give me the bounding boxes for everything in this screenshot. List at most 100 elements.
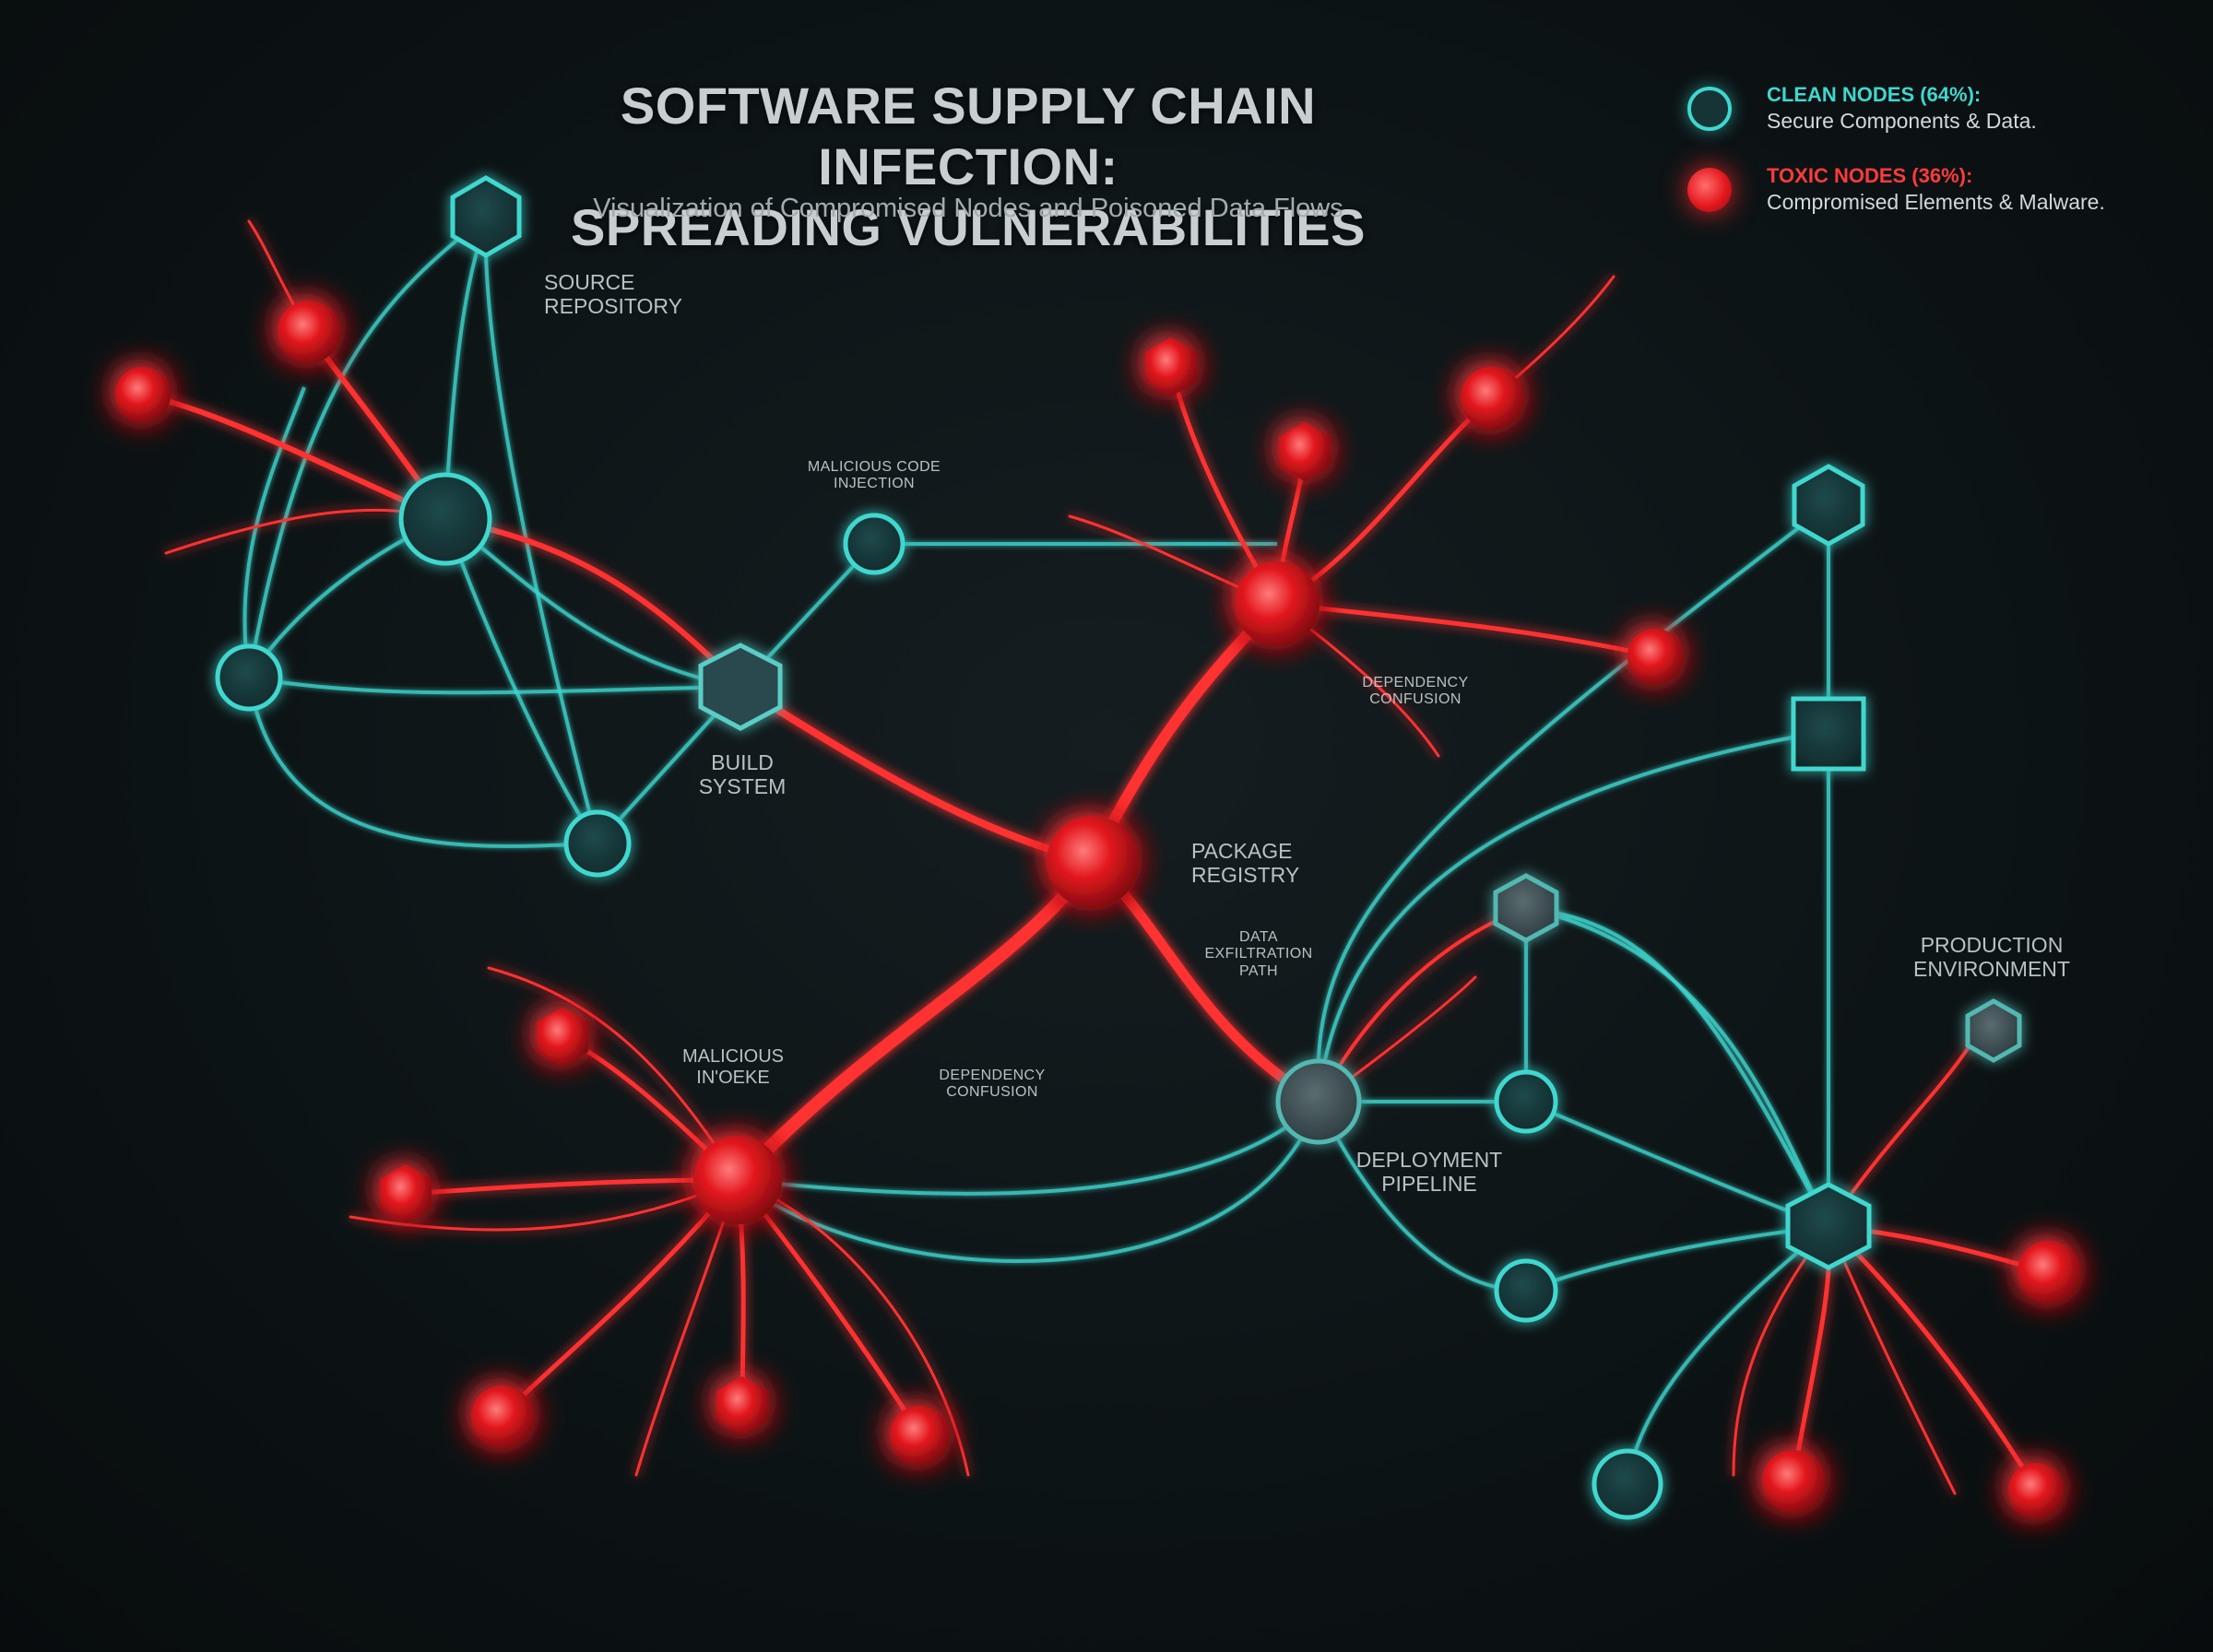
node-deployment-pipeline [1275, 1058, 1362, 1145]
tendril-hub-build [443, 516, 743, 690]
edge-lefttail-left [243, 386, 306, 678]
title-line-1: SOFTWARE SUPPLY CHAIN INFECTION: [620, 77, 1317, 195]
node-malicious-invoke [693, 1136, 782, 1224]
edge-hex-rightcircle [1525, 906, 1830, 1227]
node-left-circle [215, 643, 283, 712]
node-top-right-hex [1792, 464, 1865, 547]
node-toxic-invoke-d [716, 1376, 768, 1435]
label-line: SOURCE [544, 270, 635, 294]
label-data-exfiltration-path: DATA EXFILTRATION PATH [1185, 929, 1332, 980]
edge-hub-build [444, 517, 741, 689]
label-line: PACKAGE [1191, 839, 1293, 863]
label-production-environment: PRODUCTION ENVIRONMENT [1881, 933, 2102, 982]
edge-source-hub2 [483, 216, 599, 844]
label-deployment-pipeline: DEPLOYMENT PIPELINE [1328, 1148, 1531, 1197]
legend-clean-heading: CLEAN NODES (64%): [1767, 83, 1982, 106]
label-line: PIPELINE [1381, 1172, 1477, 1197]
label-line: DATA [1239, 929, 1278, 945]
node-toxic-invoke-b [380, 1164, 432, 1223]
tendril-prod-f [1732, 1224, 1830, 1477]
label-source-repository: SOURCE REPOSITORY [544, 270, 682, 319]
node-right-square [1791, 696, 1866, 772]
label-line: ENVIRONMENT [1913, 957, 2070, 982]
edge-prod-lowcircle [1626, 1224, 1830, 1485]
node-toxic-top-c [1461, 367, 1523, 430]
node-toxic-top-d [1627, 629, 1683, 684]
label-line: SYSTEM [698, 774, 787, 799]
node-repo-hub [398, 472, 492, 566]
label-line: IN'OEKE [696, 1068, 770, 1088]
label-line: REGISTRY [1191, 863, 1300, 888]
tendril-prod-e [1827, 1224, 1957, 1495]
label-line: REPOSITORY [544, 294, 682, 319]
toxic-node-swatch-icon [1687, 168, 1732, 212]
edge-left-build [248, 676, 741, 695]
node-production-hub [1785, 1182, 1872, 1270]
label-line: DEPLOYMENT [1355, 1148, 1503, 1172]
tendril-registry-deploy [1087, 856, 1324, 1107]
label-line: CONFUSION [946, 1084, 1038, 1101]
label-line: PRODUCTION [1920, 933, 2064, 957]
label-line: MALICIOUS CODE [807, 459, 941, 475]
edge-source-hub [444, 216, 488, 517]
tendril-registry-build [737, 683, 1096, 866]
toxic-nodes [115, 301, 2080, 1518]
node-toxic-invoke-a [537, 1008, 588, 1067]
page-subtitle: Visualization of Compromised Nodes and P… [593, 194, 1343, 223]
label-line: DEPENDENCY [939, 1068, 1046, 1083]
label-package-registry: PACKAGE REGISTRY [1191, 839, 1299, 888]
node-deploy-top-hex [1493, 873, 1559, 943]
edge-left-bottom [247, 677, 598, 848]
edge-rightcircle-prod [1525, 1100, 1829, 1228]
label-malicious-invoke: MALICIOUS IN'OEKE [645, 1046, 821, 1089]
edge-hub-bottom [444, 518, 599, 845]
edge-source-left [247, 215, 488, 678]
label-line: MALICIOUS [681, 1046, 785, 1067]
clean-nodes [215, 175, 2022, 1520]
label-build-system: BUILD SYSTEM [669, 750, 816, 799]
node-toxic-top-b [1279, 422, 1331, 481]
label-line: BUILD [711, 750, 774, 774]
label-dependency-confusion-bottom: DEPENDENCY CONFUSION [900, 1068, 1084, 1102]
node-toxic-top-a [1145, 337, 1197, 396]
node-package-registry [1047, 816, 1139, 908]
tendril-hub-redleft [140, 392, 448, 522]
label-dependency-confusion-top: DEPENDENCY CONFUSION [1323, 675, 1508, 709]
edge-bottomcircle-prod [1525, 1224, 1829, 1292]
node-lower-circle [1592, 1448, 1663, 1520]
tendril-invoke-f [349, 1178, 740, 1232]
title-line-2: SPREADING VULNERABILITIES [571, 198, 1366, 256]
label-line: EXFILTRATION [1204, 946, 1313, 962]
node-production-environment [1965, 998, 2022, 1063]
tendril-invoke-c [500, 1177, 740, 1418]
edge-hex-mid [1525, 906, 1830, 1227]
node-deploy-right-circle [1494, 1069, 1558, 1134]
edge-deploy-tophex [1316, 503, 1830, 1103]
label-line: INJECTION [833, 476, 916, 492]
node-source-repository [450, 175, 522, 258]
legend-clean-description: Secure Components & Data. [1767, 109, 2037, 133]
clean-node-swatch-icon [1687, 87, 1732, 131]
node-deploy-bottom-circle [1494, 1258, 1558, 1323]
tendril-invoke-e [735, 1177, 922, 1436]
node-malicious-code-injection [843, 513, 905, 575]
label-line: DEPENDENCY [1362, 675, 1469, 690]
node-bottom-circle [563, 809, 632, 878]
tendril-main-registry-top [1087, 598, 1283, 867]
label-line: PATH [1239, 962, 1278, 979]
tendril-invoke-g [634, 1178, 740, 1477]
node-toxic-top-left-b [115, 367, 171, 422]
tendril-invoke-i [487, 966, 740, 1182]
edge-invoke-deploy [737, 1100, 1320, 1196]
edge-invoke-deploy2 [736, 1101, 1320, 1264]
tendril-main-registry-bottom [731, 856, 1099, 1186]
label-malicious-code-injection: MALICIOUS CODE INJECTION [782, 459, 966, 493]
node-toxic-prod-b [2008, 1463, 2064, 1518]
tendril-top-e [1275, 602, 1440, 758]
page-title: SOFTWARE SUPPLY CHAIN INFECTION: SPREADI… [553, 76, 1383, 258]
legend-toxic-description: Compromised Elements & Malware. [1767, 190, 2105, 214]
node-toxic-top-left-a [278, 301, 340, 363]
tendril-invoke-h [736, 1178, 970, 1477]
toxic-connections [140, 219, 2050, 1495]
